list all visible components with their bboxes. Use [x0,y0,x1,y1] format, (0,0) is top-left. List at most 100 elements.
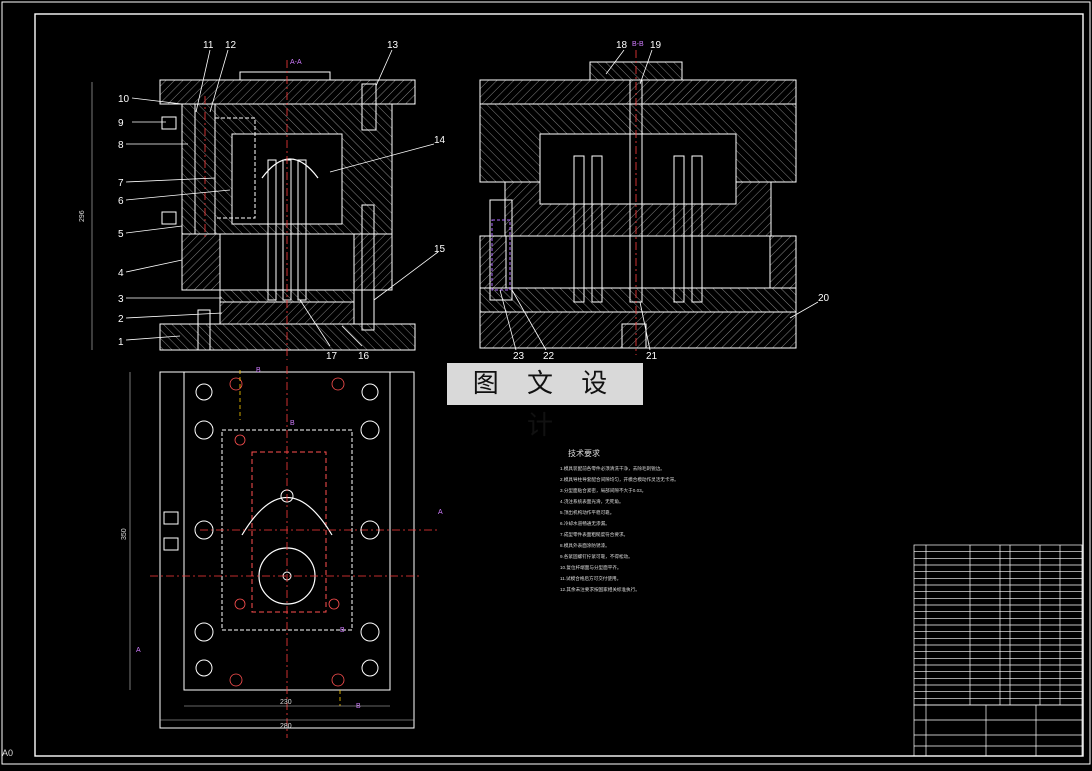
leader-line [195,49,211,113]
spacer-block-left [181,233,221,291]
section-marker-a: A [136,647,141,654]
section-marker-b: B [356,703,361,710]
side-section-view [479,50,797,355]
note-line: 6.冷却水道畅通无渗漏。 [560,520,610,527]
section-label-a-a: A-A [290,59,302,66]
part-number-label: 3 [118,294,124,305]
title-table [913,704,1083,757]
note-line: 4.浇注系统表面光滑，无死角。 [560,498,624,505]
leader-line [299,299,331,347]
part-number-label: 9 [118,118,124,129]
leader-line [789,301,819,319]
plan-outer-width-dimension: 280 [280,723,292,730]
ejector-pin [673,155,685,303]
leader-line [341,325,363,347]
screw-hole [361,659,379,677]
puller-block [621,323,647,349]
leader-line [125,225,183,234]
section-marker-b: B [340,627,345,634]
section-marker-a: A [438,509,443,516]
leader-line [125,312,223,319]
screw-hole [195,659,213,677]
plan-inner-width-dimension: 230 [280,699,292,706]
cavity-insert [539,133,737,205]
part-number-label: 5 [118,229,124,240]
screw-hole [195,383,213,401]
ejector-pin-hole [229,377,243,391]
note-line: 5.顶出机构动作平稳可靠。 [560,509,614,516]
note-line: 10.复位杆端面与分型面平齐。 [560,564,622,571]
part-number-label: 16 [358,351,370,362]
leader-line [639,301,651,351]
part-number-label: 18 [616,40,628,51]
spacer-block-left [479,235,507,289]
note-line: 9.各紧固螺钉拧紧可靠，不得松动。 [560,553,633,560]
support-area [479,235,797,289]
leader-line [125,259,183,273]
part-number-label: 10 [118,94,130,105]
leader-line [639,49,653,85]
screw-hole [361,383,379,401]
part-number-label: 12 [225,40,237,51]
return-pin [361,204,375,331]
ejector-pin [573,155,585,303]
part-number-label: 21 [646,351,658,362]
note-line: 7.成型零件表面粗糙度符合要求。 [560,531,628,538]
note-line: 8.模具外表面涂防锈漆。 [560,542,610,549]
water-nipple [161,116,177,130]
part-number-label: 1 [118,337,124,348]
part-number-label: 6 [118,196,124,207]
part-number-label: 23 [513,351,525,362]
note-line: 3.分型面贴合紧密，局部间隙不大于0.03。 [560,487,646,494]
part-number-label: 20 [818,293,830,304]
corner-label: A0 [2,748,14,758]
guide-pillar-hole [194,420,214,440]
part-number-label: 7 [118,178,124,189]
ejector-pin [591,155,603,303]
part-number-label: 17 [326,351,338,362]
spacer-block-right [353,233,393,291]
leader-line [125,335,181,341]
cap-screw [197,309,211,351]
cap-screw [361,83,377,131]
note-line: 1.模具装配前各零件必须清洗干净，去除毛刺锐边。 [560,465,665,472]
water-nipple [163,511,179,525]
part-number-label: 4 [118,268,124,279]
note-line: 11.试模合格后方可交付使用。 [560,575,621,582]
leader-line [605,49,625,75]
note-line: 2.模具导柱导套配合间隙均匀，开模合模动作灵活无卡滞。 [560,476,679,483]
guide-pillar-hole [360,622,380,642]
leader-line [125,189,231,201]
title-block [913,544,1083,757]
part-number-label: 22 [543,351,555,362]
leader-line [375,49,393,87]
ejector-pin-hole [331,673,345,687]
bottom-clamp-plate [479,311,797,349]
water-nipple [163,537,179,551]
ejector-pin [691,155,703,303]
section-marker-b: B [256,367,261,374]
section-label-b-b: B-B [632,41,644,48]
top-clamp-plate [479,79,797,105]
part-number-label: 19 [650,40,662,51]
guide-pillar-hole [194,622,214,642]
section-marker-b: B [290,420,295,427]
return-pin-hole [194,520,214,540]
part-number-label: 8 [118,140,124,151]
sprue-bush-top [239,71,331,81]
notes-title: 技术要求 [568,448,600,458]
water-nipple [161,211,177,225]
part-number-label: 14 [434,135,446,146]
leader-line [131,97,183,105]
part-number-label: 13 [387,40,399,51]
guide-pillar-hole [360,420,380,440]
technical-notes: 技术要求 1.模具装配前各零件必须清洗干净，去除毛刺锐边。 2.模具导柱导套配合… [560,448,679,593]
leader-line [125,177,216,183]
ejector-pin-hole [331,377,345,391]
bottom-clamp-plate [159,323,416,351]
front-section-view [159,60,416,360]
plan-view: B B B B A A [136,366,443,738]
